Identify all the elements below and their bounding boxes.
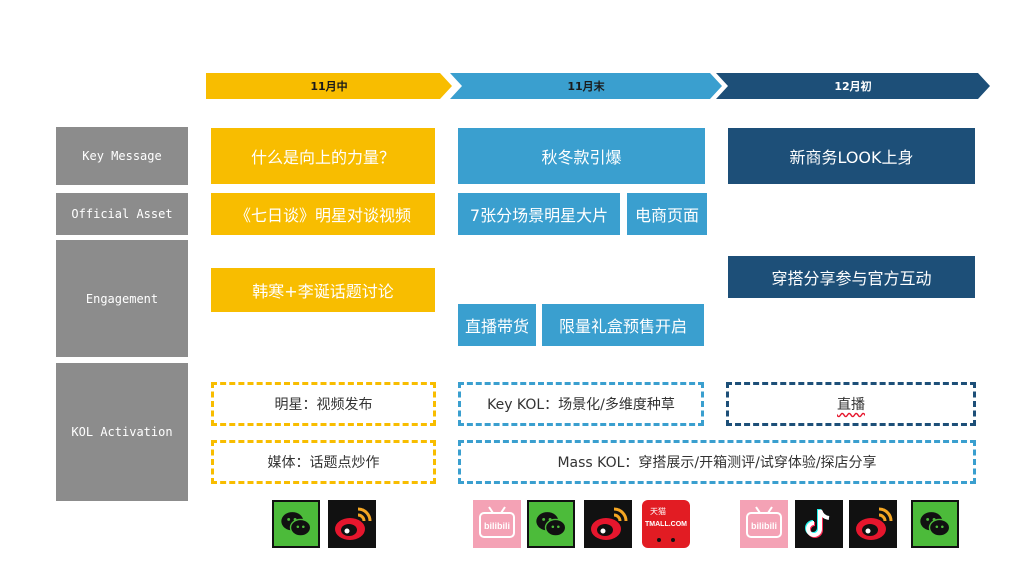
row-label-key-message: Key Message	[56, 127, 188, 185]
official-asset-ecommerce-box: 电商页面	[627, 193, 707, 235]
wechat-icon	[272, 500, 320, 548]
mass-kol-box: Mass KOL：穿搭展示/开箱测评/试穿体验/探店分享	[458, 440, 976, 484]
box-text: 限量礼盒预售开启	[558, 317, 687, 336]
row-label-official-asset: Official Asset	[56, 193, 188, 235]
box-text: 直播	[837, 397, 865, 413]
box-text: 新商务LOOK上身	[789, 148, 914, 167]
box-text: 秋冬款引爆	[541, 148, 622, 167]
row-label-kol-activation: KOL Activation	[56, 363, 188, 501]
key-message-box-mid-nov: 什么是向上的力量？	[211, 128, 435, 184]
kol-media-box: 媒体：话题点炒作	[211, 440, 436, 484]
key-message-box-early-dec: 新商务LOOK上身	[728, 128, 975, 184]
key-kol-box: Key KOL：场景化/多维度种草	[458, 382, 704, 426]
tmall-icon: 天猫 TMALL.COM	[642, 500, 690, 548]
box-text: 媒体：话题点炒作	[267, 455, 380, 471]
live-selling-box: 直播带货	[458, 304, 536, 346]
box-text: 什么是向上的力量？	[250, 148, 395, 167]
box-text: 直播带货	[464, 317, 529, 336]
row-label-text: Official Asset	[71, 207, 173, 221]
key-message-box-end-nov: 秋冬款引爆	[458, 128, 705, 184]
live-stream-box: 直播	[726, 382, 976, 426]
timeline-label: 11月中	[310, 80, 348, 93]
row-label-engagement: Engagement	[56, 240, 188, 357]
box-text: Mass KOL：穿搭展示/开箱测评/试穿体验/探店分享	[557, 455, 877, 471]
gift-box-presale-box: 限量礼盒预售开启	[542, 304, 704, 346]
svg-text:天猫: 天猫	[650, 506, 666, 516]
timeline-arrow-end-nov: 11月末	[450, 73, 722, 99]
timeline-arrow-mid-nov: 11月中	[206, 73, 452, 99]
timeline-arrow-early-dec: 12月初	[716, 73, 990, 99]
timeline-label: 12月初	[834, 80, 872, 93]
box-text: 韩寒+李诞话题讨论	[252, 282, 394, 301]
box-text: 穿搭分享参与官方互动	[771, 269, 932, 288]
box-text: 明星：视频发布	[274, 397, 373, 413]
box-text: 《七日谈》明星对谈视频	[234, 206, 411, 225]
engagement-box-mid-nov: 韩寒+李诞话题讨论	[211, 268, 435, 312]
timeline-label: 11月末	[567, 80, 605, 93]
wechat-icon	[527, 500, 575, 548]
official-asset-photos-box: 7张分场景明星大片	[458, 193, 620, 235]
bilibili-icon: bilibili	[740, 500, 788, 548]
weibo-icon	[328, 500, 376, 548]
row-label-text: KOL Activation	[71, 425, 173, 439]
svg-text:TMALL.COM: TMALL.COM	[645, 521, 687, 528]
row-label-text: Engagement	[85, 291, 159, 306]
official-asset-box-mid-nov: 《七日谈》明星对谈视频	[211, 193, 435, 235]
douyin-icon	[795, 500, 843, 548]
weibo-icon	[849, 500, 897, 548]
bilibili-wordmark: bilibili	[484, 521, 510, 531]
bilibili-icon: bilibili	[473, 500, 521, 548]
bilibili-wordmark: bilibili	[751, 521, 777, 531]
wechat-icon	[911, 500, 959, 548]
engagement-box-early-dec: 穿搭分享参与官方互动	[728, 256, 975, 298]
kol-star-box: 明星：视频发布	[211, 382, 436, 426]
row-label-text: Key Message	[82, 149, 162, 163]
box-text: Key KOL：场景化/多维度种草	[487, 397, 675, 413]
box-text: 7张分场景明星大片	[469, 206, 609, 225]
weibo-icon	[584, 500, 632, 548]
box-text: 电商页面	[634, 206, 699, 225]
